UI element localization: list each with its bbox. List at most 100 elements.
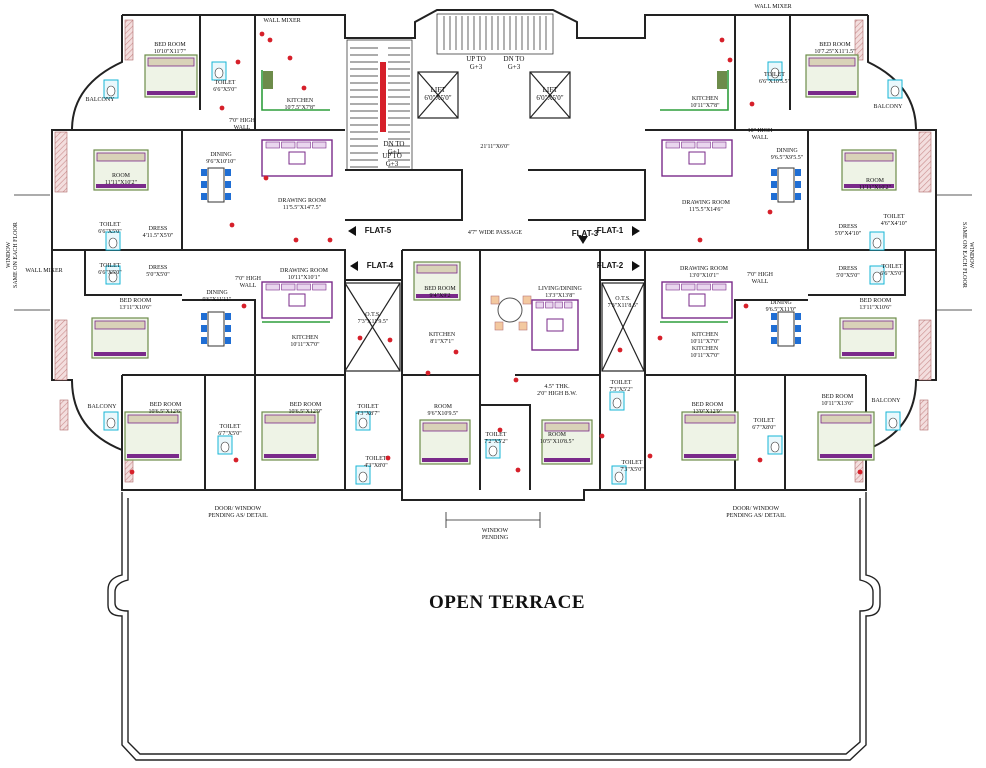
electrical-point <box>263 175 269 181</box>
sofa-furniture <box>261 139 733 351</box>
rw-bedroom-top: BED ROOM 10'7.25"X11'1.5" <box>814 42 856 55</box>
electrical-point <box>233 457 239 463</box>
stair-up-label: UP TO G+3 <box>466 55 486 71</box>
electrical-point <box>327 237 333 243</box>
lw-high-wall-mid: 7'0" HIGH WALL <box>234 276 262 289</box>
rw-wall-mixer: WALL MIXER <box>754 4 792 10</box>
electrical-point <box>235 59 241 65</box>
electrical-point <box>385 455 391 461</box>
window-pending-marker <box>445 512 541 528</box>
flat-2-tag: FLAT-2 <box>596 261 624 270</box>
lw-window-side: WINDOW SAME ON EACH FLOOR <box>6 222 19 288</box>
rw-kitchen-mid: KITCHEN 10'11"X7'0" <box>690 332 720 345</box>
c-living: LIVING/DINING 13'3"X13'8" <box>538 286 582 299</box>
lw-bedroom-low2: BED ROOM 10'6.5"X12'9" <box>288 402 323 415</box>
electrical-point <box>425 370 431 376</box>
electrical-point <box>749 101 755 107</box>
wc-fixture <box>211 61 227 81</box>
electrical-point <box>219 105 225 111</box>
bed <box>805 54 859 98</box>
wc-fixture <box>105 231 121 251</box>
rw-toilet-mid2: TOILET 6'6"X5'0" <box>880 264 904 277</box>
lw-balcony-low: BALCONY <box>87 404 117 410</box>
wc-fixture <box>105 265 121 285</box>
kitchen-counters <box>261 70 729 323</box>
electrical-point <box>229 222 235 228</box>
rw-dress-mid2: DRESS 5'0"X5'0" <box>836 266 860 279</box>
bed <box>419 419 471 465</box>
c-bedroom: BED ROOM 9'4"X9'2 <box>424 286 456 299</box>
dining-table <box>771 167 801 203</box>
rw-kitchen-mid-2: KITCHEN 10'11"X7'0" <box>690 346 720 359</box>
electrical-point <box>515 467 521 473</box>
lw-bedroom-top: BED ROOM 10'10"X11'7" <box>153 42 187 55</box>
rw-door-window-note: DOOR/ WINDOW PENDING AS/ DETAIL <box>726 506 786 519</box>
lw-toilet-mid: TOILET 6'6"X5'0" <box>98 222 122 235</box>
terrace-label: OPEN TERRACE <box>428 592 586 613</box>
rw-dining-top: DINING 9'6.5"X9'5.5" <box>770 148 804 161</box>
wc-fixture <box>103 79 119 99</box>
bed <box>541 419 593 465</box>
stair-up-g3-label: UP TO G+3 <box>382 152 402 168</box>
lw-kitchen-top: KITCHEN 10'7.5"X7'8" <box>284 98 316 111</box>
electrical-point <box>743 303 749 309</box>
bed <box>681 411 739 461</box>
sofa-set <box>661 281 733 319</box>
terrace-outline <box>107 492 881 761</box>
rw-high-wall-top: 10'' HIGH WALL <box>747 128 773 141</box>
staircase <box>346 13 554 171</box>
passage-label: 4'7" WIDE PASSAGE <box>467 230 523 236</box>
wc-fixture <box>767 61 783 81</box>
lw-toilet-low: TOILET 6'7"X5'0" <box>218 424 242 437</box>
electrical-markers <box>129 31 863 475</box>
lw-drawing-top: DRAWING ROOM 11'5.5"X14'7.5" <box>277 198 327 211</box>
electrical-point <box>857 469 863 475</box>
dining-table <box>771 311 801 347</box>
side-window-markers <box>14 194 972 311</box>
electrical-point <box>267 37 273 43</box>
rw-room: ROOM 11'11"X10'2" <box>859 178 891 191</box>
electrical-point <box>387 337 393 343</box>
lw-wall-mixer: WALL MIXER <box>263 18 301 24</box>
lw-door-window-note: DOOR/ WINDOW PENDING AS/ DETAIL <box>208 506 268 519</box>
c-ots-left: O.T.S. 7'3"X11'9.5" <box>357 312 389 325</box>
flat-1-tag: FLAT-1 <box>596 226 624 235</box>
lift-left-label: LIFT 6'0"X5'0" <box>424 86 452 102</box>
dining-table <box>490 295 532 331</box>
wc-fixture <box>887 79 903 99</box>
lw-wall-mixer-2: WALL MIXER <box>25 268 63 274</box>
c-room-c: ROOM 10'5"X10'8.5" <box>540 432 574 445</box>
sofa-set <box>531 299 579 351</box>
stair-down-g1-label: DN TO G+1 <box>383 140 405 156</box>
electrical-point <box>259 31 265 37</box>
lw-balcony-top: BALCONY <box>85 97 115 103</box>
rw-bedroom-mid: BED ROOM 13'11"X10'6" <box>859 298 892 311</box>
wc-fixture <box>103 411 119 431</box>
electrical-point <box>647 453 653 459</box>
wc-fixture <box>217 435 233 455</box>
lw-room: ROOM 11'11"X10'2" <box>105 173 137 186</box>
wc-fixture <box>355 465 371 485</box>
dining-table <box>201 167 231 203</box>
electrical-point <box>757 457 763 463</box>
flat-5-tag: FLAT-5 <box>364 226 392 235</box>
stair-down-label: DN TO G+3 <box>503 55 525 71</box>
lw-dining-mid: DINING 9'6"X11'11" <box>202 290 232 303</box>
rw-bedroom-low: BED ROOM 13'0"X12'9" <box>691 402 724 415</box>
dining-table <box>201 311 231 347</box>
sanitary-fixtures <box>103 61 903 485</box>
rw-drawing-mid: DRAWING ROOM 13'0"X10'1" <box>679 266 729 279</box>
c-toilet-b: TOILET 4'3"X8'0" <box>364 456 388 469</box>
lw-dress-mid: DRESS 4'11.5"X5'0" <box>142 226 174 239</box>
electrical-point <box>287 55 293 61</box>
electrical-point <box>767 209 773 215</box>
wc-fixture <box>355 411 371 431</box>
lw-kitchen-mid: KITCHEN 10'11"X7'0" <box>290 335 320 348</box>
c-ots-right: O.T.S. 7'3"X11'8.5" <box>607 296 639 309</box>
electrical-point <box>301 85 307 91</box>
sofa-set <box>661 139 733 177</box>
electrical-point <box>599 433 605 439</box>
bed <box>839 317 897 359</box>
rw-high-wall-mid: 7'0" HIGH WALL <box>746 272 774 285</box>
